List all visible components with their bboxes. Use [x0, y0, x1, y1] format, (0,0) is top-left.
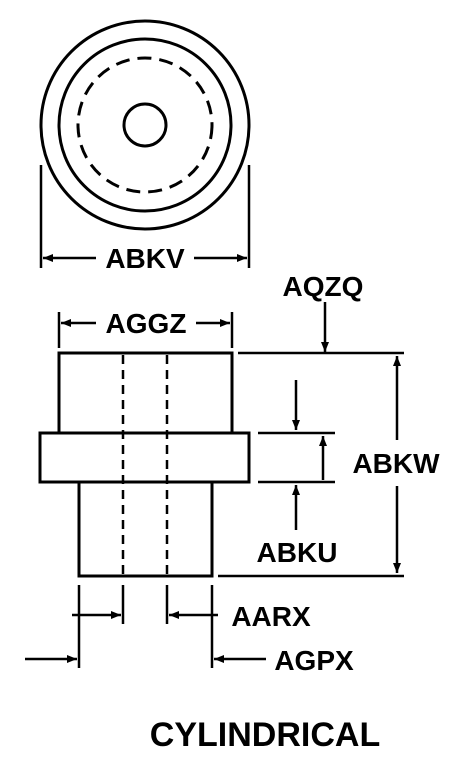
outer-circle: [39, 19, 251, 231]
abku-dimension: [292, 380, 327, 530]
bore-circle: [122, 102, 168, 148]
side-view: [38, 351, 251, 578]
abku-label: ABKU: [257, 537, 338, 568]
aggz-label: AGGZ: [106, 308, 187, 339]
abkv-label: ABKV: [105, 243, 185, 274]
hidden-circle: [76, 56, 214, 194]
top-view: [39, 19, 251, 231]
aqzq-label: AQZQ: [283, 271, 364, 302]
right-extension-lines: [218, 351, 404, 578]
shape-caption: CYLINDRICAL: [150, 716, 380, 754]
bottom-extension-lines: [77, 585, 214, 668]
flange: [38, 431, 251, 484]
abkw-label: ABKW: [352, 448, 440, 479]
upper-body: [57, 351, 234, 435]
lower-body: [77, 480, 214, 578]
abkv-dimension: [39, 165, 251, 268]
hidden-bore-lines: [121, 355, 169, 575]
aarx-label: AARX: [231, 601, 311, 632]
aggz-dimension: [57, 312, 234, 348]
agpx-label: AGPX: [274, 645, 354, 676]
middle-circle: [57, 37, 233, 213]
